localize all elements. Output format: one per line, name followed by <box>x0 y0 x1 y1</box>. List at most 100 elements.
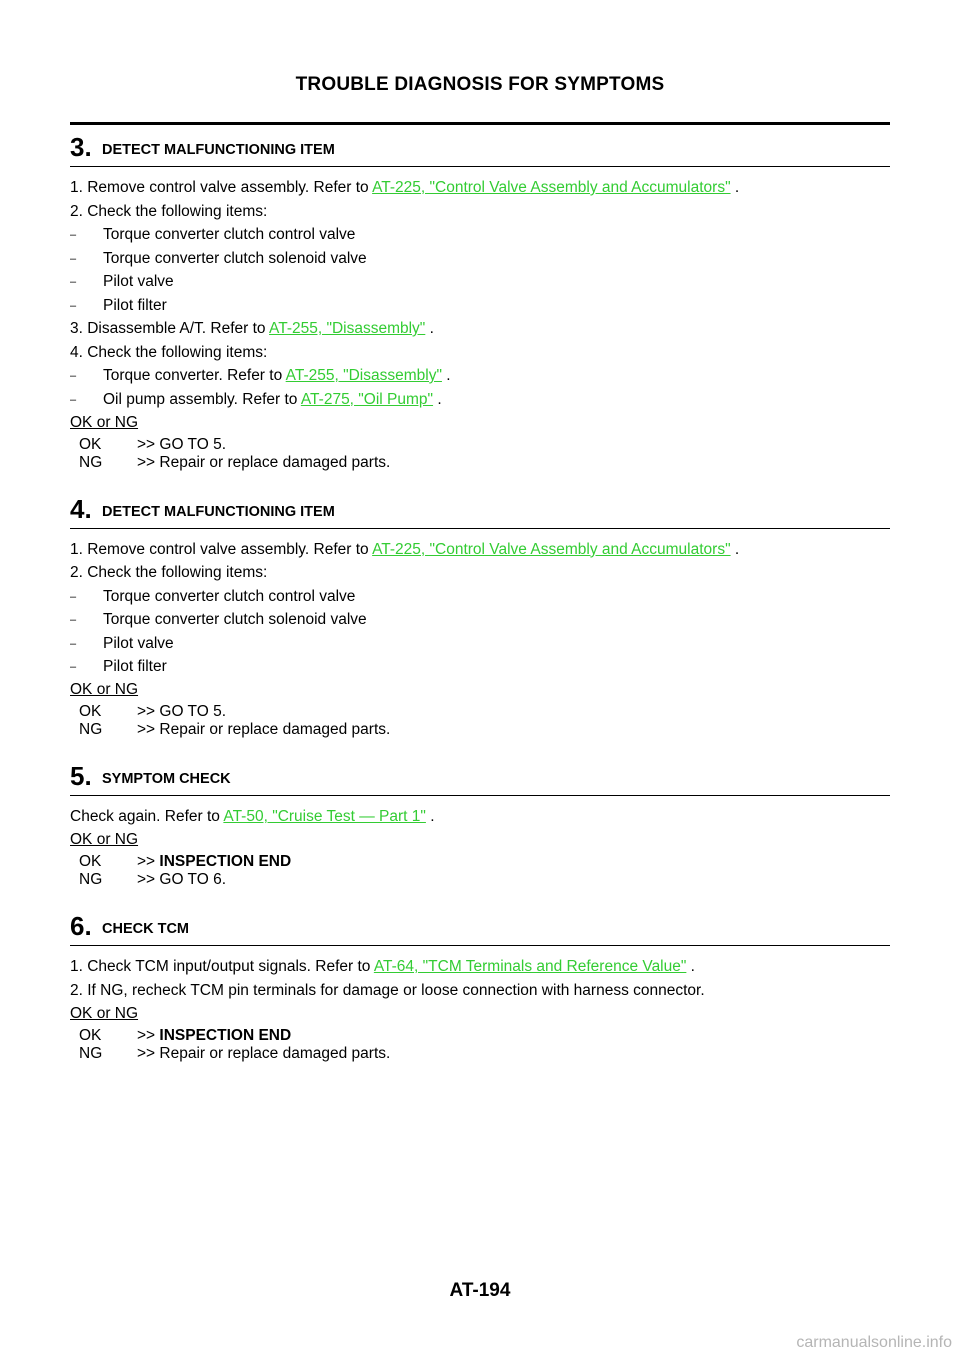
list-item: – Pilot filter <box>70 297 890 315</box>
result-arrow: >> <box>137 853 160 870</box>
instruction-text: . <box>425 320 434 337</box>
step-title: CHECK TCM <box>102 921 189 937</box>
step-3-heading: 3. DETECT MALFUNCTIONING ITEM <box>70 132 890 167</box>
list-item: – Oil pump assembly. Refer to AT-275, "Oi… <box>70 391 890 409</box>
result-bold-text: INSPECTION END <box>159 853 292 870</box>
step-4-heading: 4. DETECT MALFUNCTIONING ITEM <box>70 494 890 529</box>
list-item-text: Pilot filter <box>103 658 167 675</box>
step-number: 6. <box>70 911 92 941</box>
result-arrow: >> <box>137 1026 160 1044</box>
instruction-line: 1. Remove control valve assembly. Refer … <box>70 541 890 559</box>
result-ng: NG >> GO TO 6. <box>79 871 890 889</box>
result-key: OK <box>79 703 102 720</box>
list-item: – Pilot filter <box>70 658 890 676</box>
step-4-section: 4. DETECT MALFUNCTIONING ITEM 1. Remove … <box>70 494 890 740</box>
list-item: – Pilot valve <box>70 635 890 653</box>
instruction-text: Check again. Refer to <box>70 808 224 825</box>
list-item-text: . <box>441 367 451 384</box>
step-number: 3. <box>70 132 92 162</box>
result-value: >> INSPECTION END <box>137 1027 291 1045</box>
dash-bullet: – <box>70 661 77 673</box>
result-bold-text: INSPECTION END <box>159 1026 292 1044</box>
page-number: AT-194 <box>449 1280 511 1301</box>
dash-bullet: – <box>70 252 77 265</box>
list-item: – Torque converter clutch control valve <box>70 588 890 606</box>
watermark: carmanualsonline.info <box>796 1334 952 1351</box>
instruction-line: 2. Check the following items: <box>70 564 268 581</box>
result-ok: OK >> INSPECTION END <box>79 853 890 871</box>
step-title: SYMPTOM CHECK <box>102 771 231 787</box>
list-item-text: Pilot valve <box>103 273 174 290</box>
list-item-text: Oil pump assembly. Refer to <box>103 390 301 408</box>
list-item-text: Torque converter clutch solenoid valve <box>103 611 367 628</box>
list-item-text: Pilot filter <box>103 296 167 314</box>
result-block: OK>> INSPECTION END NG>> Repair or repla… <box>70 1027 890 1063</box>
list-item-text: Torque converter clutch control valve <box>103 587 356 605</box>
reference-link[interactable]: AT-275, "Oil Pump" <box>300 390 434 408</box>
result-value: >> INSPECTION END <box>137 853 291 871</box>
instruction-text: . <box>686 958 695 975</box>
instruction-text: . <box>730 540 740 558</box>
ok-or-ng-label: OK or NG <box>70 413 139 431</box>
step-6-heading: 6. CHECK TCM <box>70 911 890 946</box>
instruction-line: 2. Check the following items: <box>70 202 268 220</box>
step-title: DETECT MALFUNCTIONING ITEM <box>102 503 335 520</box>
reference-link[interactable]: AT-225, "Control Valve Assembly and Accu… <box>372 540 731 558</box>
dash-bullet: – <box>70 370 77 382</box>
result-value: >> GO TO 5. <box>137 703 227 720</box>
step-6-section: 6. CHECK TCM 1. Check TCM input/output s… <box>70 911 890 1063</box>
result-ng: NG>> Repair or replace damaged parts. <box>79 721 890 739</box>
list-item: – Torque converter clutch control valve <box>70 226 890 244</box>
dash-bullet: – <box>70 590 77 603</box>
step-number: 4. <box>70 493 92 524</box>
list-item-text: Pilot valve <box>103 634 174 652</box>
document-body: 3. DETECT MALFUNCTIONING ITEM 1. Remove … <box>70 124 890 1063</box>
dash-bullet: – <box>70 637 77 650</box>
instruction-line: 4. Check the following items: <box>70 343 268 361</box>
reference-link[interactable]: AT-225, "Control Valve Assembly and Accu… <box>372 179 731 196</box>
list-item: – Torque converter clutch solenoid valve <box>70 250 890 268</box>
reference-link[interactable]: AT-50, "Cruise Test — Part 1" <box>223 808 426 825</box>
step-5-heading: 5. SYMPTOM CHECK <box>70 761 890 796</box>
list-item-text: Torque converter clutch control valve <box>103 226 356 243</box>
dash-bullet: – <box>70 614 77 626</box>
result-block: OK >> GO TO 5. NG >> Repair or replace dam… <box>70 436 890 472</box>
list-item: – Torque converter clutch solenoid valve <box>70 611 890 629</box>
result-block: OK >> GO TO 5. NG>> Repair or replace dam… <box>70 703 890 739</box>
page-title: TROUBLE DIAGNOSIS FOR SYMPTOMS <box>295 74 665 95</box>
ok-or-ng-label: OK or NG <box>70 681 139 698</box>
reference-link[interactable]: AT-255, "Disassembly" <box>285 367 442 384</box>
result-value: >> Repair or replace damaged parts. <box>137 453 391 471</box>
result-value: >> GO TO 6. <box>137 871 227 888</box>
result-key: NG <box>79 871 103 888</box>
instruction-line: 2. If NG, recheck TCM pin terminals for … <box>70 981 705 999</box>
step-5-section: 5. SYMPTOM CHECK Check again. Refer to A… <box>70 761 890 889</box>
step-title: DETECT MALFUNCTIONING ITEM <box>102 142 335 158</box>
result-key: OK <box>79 435 102 453</box>
result-block: OK >> INSPECTION END NG >> GO TO 6. <box>70 853 890 889</box>
reference-link[interactable]: AT-255, "Disassembly" <box>269 320 426 337</box>
result-key: NG <box>79 453 103 471</box>
result-key: OK <box>79 853 102 870</box>
list-item-text: Torque converter clutch solenoid valve <box>103 249 367 267</box>
dash-bullet: – <box>70 299 77 312</box>
dash-bullet: – <box>70 393 77 406</box>
list-item-text: . <box>433 390 442 408</box>
header-rule <box>70 122 890 125</box>
dash-bullet: – <box>70 229 77 241</box>
result-value: >> GO TO 5. <box>137 435 227 453</box>
dash-bullet: – <box>70 276 77 288</box>
instruction-line: 3. Disassemble A/T. Refer to AT-255, "Di… <box>70 320 890 338</box>
result-value: >> Repair or replace damaged parts. <box>137 1044 391 1062</box>
ok-or-ng-label: OK or NG <box>70 831 139 848</box>
instruction-line: Check again. Refer to AT-50, "Cruise Tes… <box>70 808 890 826</box>
ok-or-ng-label: OK or NG <box>70 1004 139 1022</box>
instruction-text: 3. Disassemble A/T. Refer to <box>70 320 270 337</box>
instruction-text: 1. Check TCM input/output signals. Refer… <box>70 958 374 975</box>
instruction-line: 1. Remove control valve assembly. Refer … <box>70 179 890 197</box>
result-ok: OK >> GO TO 5. <box>79 703 890 721</box>
reference-link[interactable]: AT-64, "TCM Terminals and Reference Valu… <box>373 958 687 975</box>
result-value: >> Repair or replace damaged parts. <box>137 721 391 738</box>
instruction-text: 1. Remove control valve assembly. Refer … <box>70 179 373 196</box>
instruction-text: . <box>730 179 740 196</box>
